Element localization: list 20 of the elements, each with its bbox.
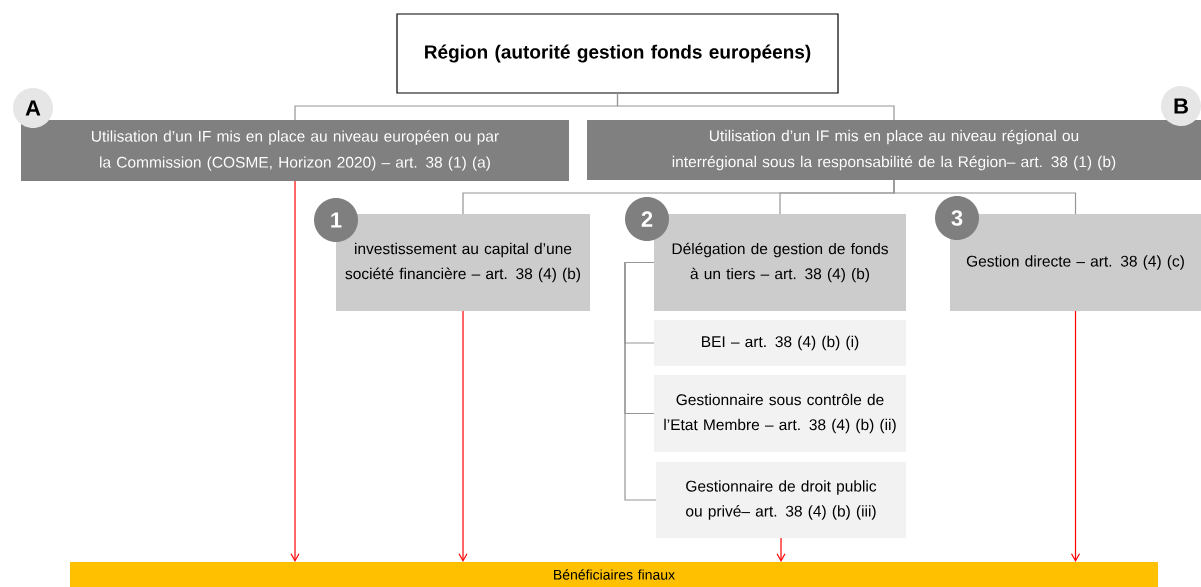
number-badge: 2 <box>625 197 669 241</box>
arrow <box>776 537 786 562</box>
option-box: Délégation de gestion de fonds à un tiers – art. 38 (4) (b) <box>654 214 906 311</box>
connector-line <box>616 92 895 121</box>
sub-option-box: Gestionnaire sous contrôle de l’Etat Membre – art. 38 (4) (b) (ii) <box>654 375 906 452</box>
connector-line <box>893 179 1077 215</box>
result-band: Bénéficiaires finaux <box>70 562 1158 587</box>
sub-option-box: Gestionnaire de droit public ou privé– art. 38 (4) (b) (iii) <box>656 462 906 538</box>
number-badge: 1 <box>314 198 358 242</box>
number-badge: 3 <box>935 196 979 240</box>
arrow <box>290 180 300 562</box>
scenario-box: Utilisation d’un IF mis en place au niveau européen ou par la Commission (COSME, Horizon 2020) – art. 38 (1) (a) <box>21 120 569 181</box>
scenario-box: Utilisation d’un IF mis en place au niveau régional ou interrégional sous la responsabilité de la Région– art. 38 (1) (b) <box>587 120 1201 180</box>
letter-badge: B <box>1161 86 1201 126</box>
sub-option-box: BEI – art. 38 (4) (b) (i) <box>654 320 906 366</box>
arrow <box>1070 310 1081 562</box>
connector-line <box>624 261 657 501</box>
region-box: Région (autorité gestion fonds européens) <box>396 13 839 94</box>
letter-badge: A <box>13 88 53 128</box>
arrow <box>458 310 468 562</box>
